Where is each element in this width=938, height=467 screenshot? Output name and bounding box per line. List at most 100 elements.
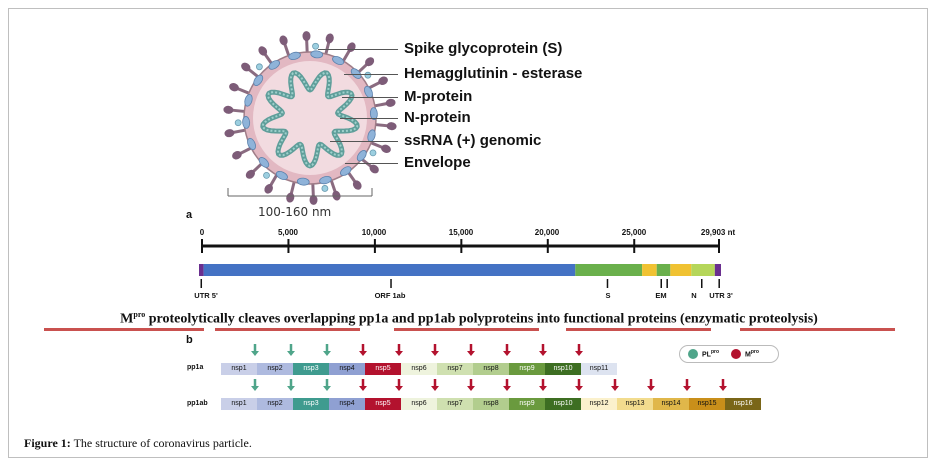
nsp-segment: nsp10: [545, 363, 581, 375]
spike-head: [245, 169, 255, 179]
cleavage-arrow-head: [503, 386, 511, 391]
m-protein: [340, 166, 352, 176]
cleavage-arrow-head: [431, 386, 439, 391]
nsp-segment: nsp1: [221, 398, 257, 410]
label-envelope: Envelope: [404, 154, 471, 171]
cleavage-arrow-head: [287, 386, 295, 391]
headline-underline: [215, 328, 360, 331]
cleavage-arrow-head: [467, 386, 475, 391]
figure-caption: Figure 1: The structure of coronavirus p…: [24, 436, 252, 450]
pp1a-label: pp1a: [187, 364, 204, 371]
spike-head: [279, 35, 288, 46]
cleavage-arrow-head: [719, 386, 727, 391]
nsp-segment: nsp2: [257, 363, 293, 375]
panel-b-letter: b: [186, 334, 193, 346]
nsp-segment: nsp14: [653, 398, 689, 410]
plpro-legend-label: PLpro: [702, 349, 720, 359]
leader-line: [318, 49, 398, 50]
m-protein: [356, 149, 367, 162]
tick-label-0: 0: [199, 228, 205, 237]
genome-segment: [642, 264, 657, 276]
spike-head: [302, 31, 311, 42]
m-protein: [310, 50, 324, 59]
cleavage-arrow-head: [395, 386, 403, 391]
leader-line: [344, 74, 398, 75]
cleavage-arrow-head: [467, 351, 475, 356]
mpro-legend-label: Mpro: [745, 349, 759, 359]
label-ssrna-genomic: ssRNA (+) genomic: [404, 132, 542, 149]
nsp-segment: nsp3: [293, 398, 329, 410]
cleavage-arrow-head: [683, 386, 691, 391]
label-hemagglutinin-esterase: Hemagglutinin - esterase: [404, 65, 583, 82]
nsp-segment: nsp7: [437, 398, 473, 410]
m-protein: [247, 137, 256, 151]
spike-head: [258, 46, 268, 56]
cleavage-arrow-head: [575, 351, 583, 356]
hemagglutinin-esterase: [312, 42, 319, 50]
m-protein: [350, 68, 362, 79]
genome-segment: [203, 264, 576, 276]
m-protein: [268, 60, 280, 70]
nsp-segment: nsp4: [329, 363, 365, 375]
cleavage-arrow-head: [287, 351, 295, 356]
nucleocapsid: [261, 71, 359, 168]
headline-underline: [566, 328, 711, 331]
m-protein: [369, 107, 378, 120]
genome-ruler: [201, 239, 720, 253]
m-protein: [288, 51, 301, 60]
coronavirus-virion-illustration: [223, 31, 397, 205]
hemagglutinin-esterase: [321, 185, 329, 192]
proteolysis-headline: Mpro proteolytically cleaves overlapping…: [120, 310, 818, 327]
hemagglutinin-esterase: [369, 149, 377, 157]
label-n-protein: N-protein: [404, 109, 471, 126]
spike-head: [385, 98, 396, 107]
leader-line: [345, 163, 398, 164]
nsp-segment: nsp4: [329, 398, 365, 410]
nsp-segment: nsp13: [617, 398, 653, 410]
nsp-segment: nsp8: [473, 363, 509, 375]
nsp-segment: nsp9: [509, 363, 545, 375]
gene-label-orf1ab: ORF 1ab: [374, 291, 406, 300]
cleavage-arrow-head: [647, 386, 655, 391]
hemagglutinin-esterase: [263, 171, 270, 179]
nsp-segment: nsp7: [437, 363, 473, 375]
genome-segment: [575, 264, 643, 276]
spike-head: [386, 122, 397, 131]
spike-head: [352, 180, 362, 190]
gene-label-utr3: UTR 3': [709, 291, 733, 300]
m-protein: [244, 94, 253, 107]
nsp-segment: nsp16: [725, 398, 761, 410]
panel-a-letter: a: [186, 209, 193, 221]
mpro-legend-dot: [731, 349, 741, 359]
m-protein: [242, 116, 251, 129]
nsp-segment: nsp6: [401, 398, 437, 410]
size-label: 100-160 nm: [258, 205, 332, 219]
genome-bar: [199, 264, 721, 288]
hemagglutinin-esterase: [364, 71, 372, 79]
m-protein: [253, 74, 264, 87]
cleavage-arrow-head: [359, 386, 367, 391]
spike-head: [381, 144, 391, 153]
figure-frame: [8, 8, 928, 458]
tick-label-end: 29,903 nt: [700, 228, 736, 237]
genome-segment: [199, 264, 204, 276]
spike-head: [264, 184, 273, 194]
gene-label-em: EM: [655, 291, 667, 300]
spike-head: [369, 164, 379, 174]
headline-underline: [44, 328, 204, 331]
headline-underline: [740, 328, 895, 331]
size-bracket: [227, 188, 373, 197]
m-protein: [332, 55, 345, 66]
nsp-segment: nsp10: [545, 398, 581, 410]
label-spike-glycoprotein: Spike glycoprotein (S): [404, 40, 563, 57]
cleavage-arrow-head: [251, 386, 259, 391]
gene-label-utr5: UTR 5': [194, 291, 218, 300]
m-protein: [319, 176, 332, 185]
cleavage-arrow-head: [503, 351, 511, 356]
leader-line: [342, 97, 398, 98]
spike-head: [241, 62, 251, 72]
leader-line: [330, 141, 398, 142]
m-protein: [258, 157, 270, 168]
cleavage-arrow-head: [323, 351, 331, 356]
label-m-protein: M-protein: [404, 88, 473, 105]
